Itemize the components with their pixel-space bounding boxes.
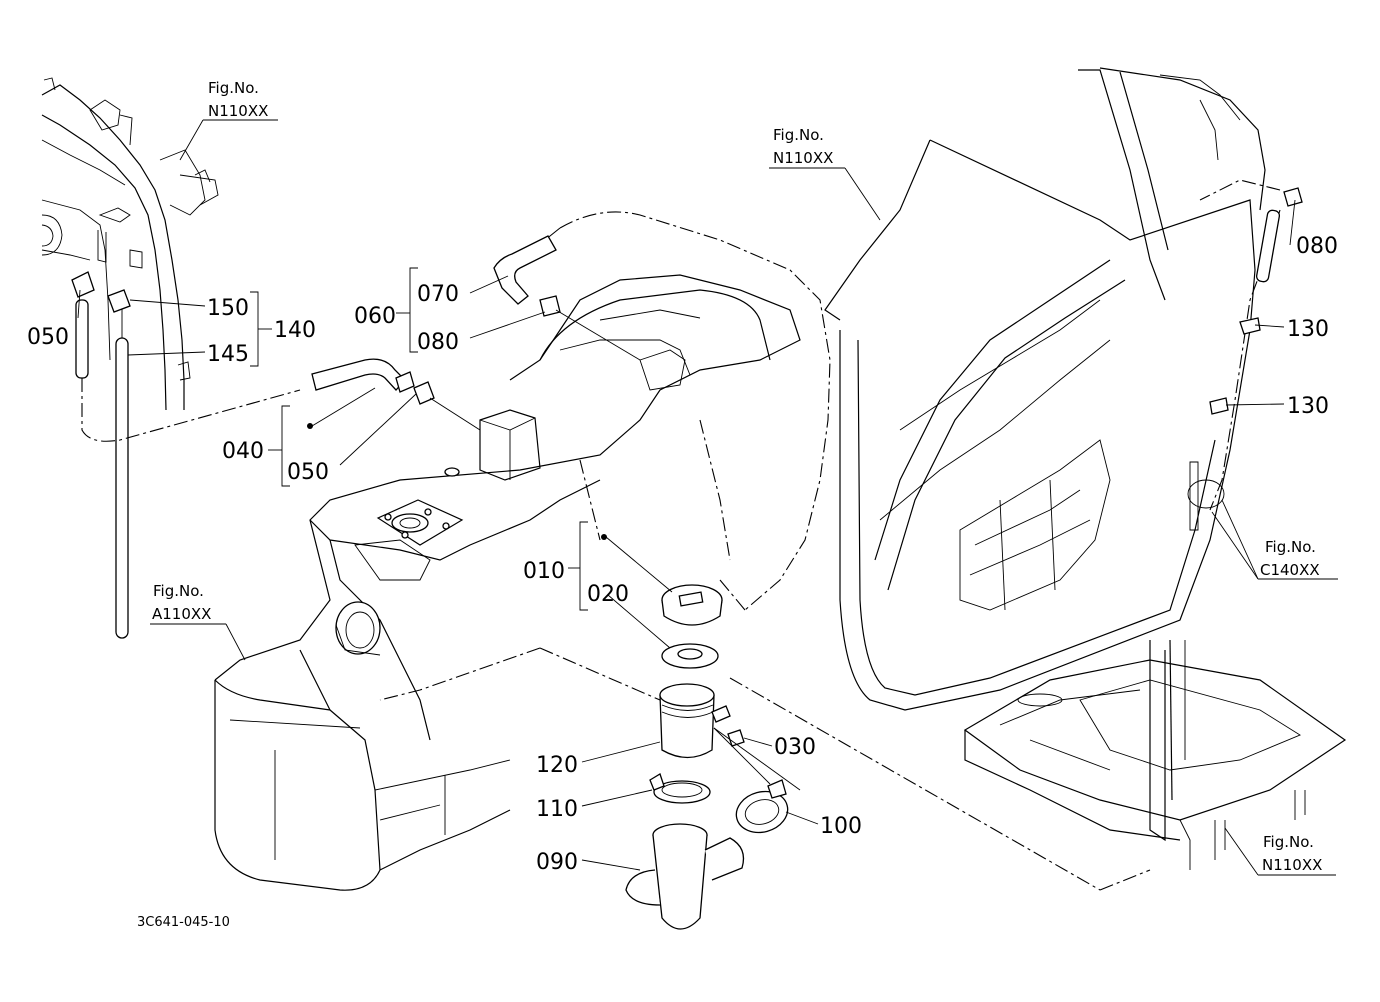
part-label-070[interactable]: 070 xyxy=(417,282,459,307)
clamp-100-drawing xyxy=(735,779,789,834)
fig-ref-top-center-line1: Fig.No. xyxy=(773,126,824,144)
part-label-080-center[interactable]: 080 xyxy=(417,330,459,355)
fig-ref-top-left-line2: N110XX xyxy=(208,102,268,120)
frame-right-drawing xyxy=(824,67,1303,711)
filler-cap-010-drawing xyxy=(661,584,723,626)
hose-050-left-drawing xyxy=(71,271,301,442)
filler-neck-120-drawing xyxy=(659,683,731,759)
fig-ref-bottom-right[interactable]: Fig.No. N110XX xyxy=(1262,833,1322,874)
clamp-110-drawing xyxy=(649,773,711,804)
fig-ref-top-center[interactable]: Fig.No. N110XX xyxy=(773,126,833,167)
part-label-150[interactable]: 150 xyxy=(207,296,249,321)
fig-ref-right[interactable]: Fig.No. C140XX xyxy=(1260,538,1320,579)
fig-ref-bottom-right-line1: Fig.No. xyxy=(1263,833,1314,851)
part-label-130-upper[interactable]: 130 xyxy=(1287,317,1329,342)
fig-ref-left[interactable]: Fig.No. A110XX xyxy=(152,582,211,623)
fig-ref-left-line2: A110XX xyxy=(152,605,211,623)
hose-040-drawing xyxy=(311,358,481,431)
fig-ref-bottom-right-line2: N110XX xyxy=(1262,856,1322,874)
fig-ref-left-line1: Fig.No. xyxy=(153,582,204,600)
drawing-code: 3C641-045-10 xyxy=(137,915,230,930)
part-label-060[interactable]: 060 xyxy=(354,304,396,329)
part-label-145[interactable]: 145 xyxy=(207,342,249,367)
gasket-020-drawing xyxy=(661,643,719,669)
leader-lines xyxy=(77,119,1338,891)
fuel-tank-drawing xyxy=(214,211,831,891)
breather-tube-145-drawing xyxy=(115,300,129,639)
part-label-050-left[interactable]: 050 xyxy=(27,325,69,350)
brackets xyxy=(250,267,607,611)
fig-ref-top-left-line1: Fig.No. xyxy=(208,79,259,97)
fig-ref-right-line2: C140XX xyxy=(1260,561,1320,579)
pipe-090-drawing xyxy=(625,823,745,930)
part-label-030[interactable]: 030 xyxy=(774,735,816,760)
fig-ref-top-left[interactable]: Fig.No. N110XX xyxy=(208,79,268,120)
part-label-100[interactable]: 100 xyxy=(820,814,862,839)
part-label-120[interactable]: 120 xyxy=(536,753,578,778)
frame-top-left-drawing xyxy=(41,77,219,411)
part-label-130-lower[interactable]: 130 xyxy=(1287,394,1329,419)
part-label-110[interactable]: 110 xyxy=(536,797,578,822)
fig-ref-right-line1: Fig.No. xyxy=(1265,538,1316,556)
part-label-140[interactable]: 140 xyxy=(274,318,316,343)
hose-070-drawing xyxy=(493,235,641,361)
deck-bottom-right-drawing xyxy=(963,639,1347,870)
part-label-050-center[interactable]: 050 xyxy=(287,460,329,485)
part-label-040[interactable]: 040 xyxy=(222,439,264,464)
bolt-030-drawing xyxy=(727,729,745,747)
part-label-090[interactable]: 090 xyxy=(536,850,578,875)
part-label-020[interactable]: 020 xyxy=(587,582,629,607)
part-label-010[interactable]: 010 xyxy=(523,559,565,584)
fig-ref-top-center-line2: N110XX xyxy=(773,149,833,167)
part-label-080-right[interactable]: 080 xyxy=(1296,234,1338,259)
